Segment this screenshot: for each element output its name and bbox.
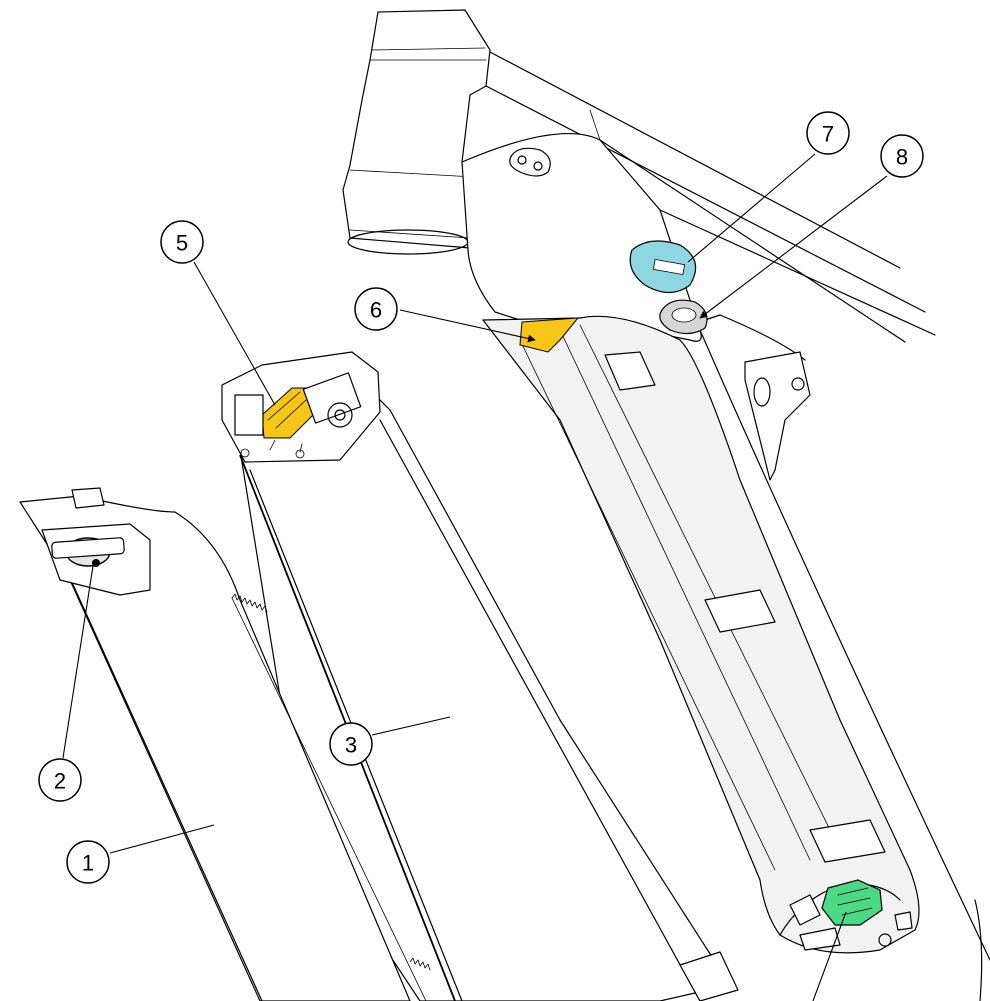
head-tube — [342, 9, 811, 481]
callout-5-label: 5 — [176, 231, 188, 256]
callout-7: 7 — [806, 111, 850, 155]
callout-1: 1 — [66, 840, 110, 884]
callout-1-leader — [109, 824, 215, 854]
battery-compartment — [482, 315, 920, 954]
callout-2-label: 2 — [54, 769, 66, 794]
callout-3: 3 — [329, 722, 373, 766]
callout-8-label: 8 — [896, 145, 908, 170]
callout-7-label: 7 — [822, 122, 834, 147]
callout-6: 6 — [354, 287, 398, 331]
connector-8-grommet — [659, 299, 708, 335]
callout-6-leader — [399, 309, 536, 343]
battery-pack — [221, 351, 739, 1001]
callout-6-label: 6 — [370, 298, 382, 323]
callout-2-leader — [62, 565, 94, 759]
callout-8: 8 — [880, 134, 924, 178]
connector-green — [821, 879, 883, 926]
callout-7-leader — [687, 153, 816, 263]
frame-tubes — [485, 51, 990, 1001]
callout-2: 2 — [38, 758, 82, 802]
callout-3-leader — [371, 716, 451, 736]
battery-cover — [19, 487, 431, 1001]
callout-5-leader — [193, 261, 276, 406]
green-connector-leader — [812, 911, 847, 1001]
connector-6-yellow — [519, 317, 580, 353]
callouts: 1 2 3 5 6 7 8 — [38, 111, 924, 1001]
callout-3-label: 3 — [345, 733, 357, 758]
callout-1-label: 1 — [82, 851, 94, 876]
connector-7-cyan — [629, 240, 697, 294]
callout-5: 5 — [160, 220, 204, 264]
callout-8-leader — [699, 175, 888, 319]
